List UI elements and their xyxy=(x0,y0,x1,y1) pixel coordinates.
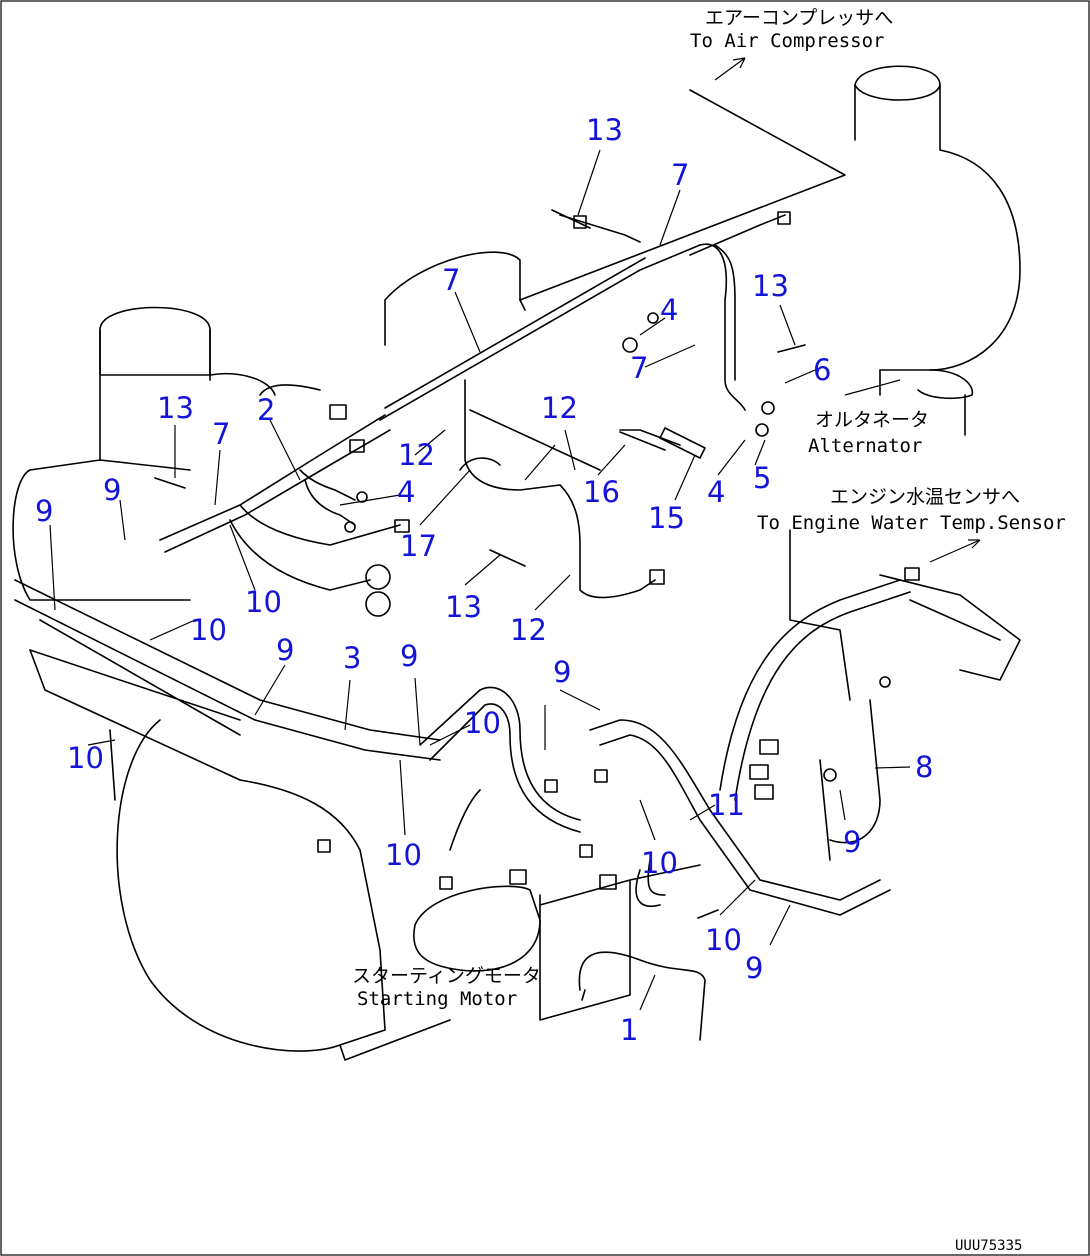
callout-numbers: 13 7 7 13 4 7 6 13 7 2 12 12 4 5 9 16 4 … xyxy=(35,113,933,1047)
callout-label: 2 xyxy=(257,393,275,427)
callout-label: 7 xyxy=(671,158,689,192)
callout-label: 13 xyxy=(586,113,623,147)
callout-label: 9 xyxy=(103,473,121,507)
air-compressor-note-jp: エアーコンプレッサへ xyxy=(705,7,893,29)
callout-label: 3 xyxy=(343,641,361,675)
water-temp-note-en: To Engine Water Temp.Sensor xyxy=(757,512,1066,534)
engine-line-art xyxy=(12,65,1021,1061)
notes: エアーコンプレッサへ To Air Compressor オルタネータ Alte… xyxy=(352,7,1066,1254)
callout-label: 9 xyxy=(35,494,53,528)
callout-label: 1 xyxy=(620,1013,638,1047)
starting-motor-note-jp: スターティングモータ xyxy=(352,965,541,987)
callout-label: 10 xyxy=(67,741,104,775)
alternator-note-jp: オルタネータ xyxy=(815,409,929,431)
callout-label: 6 xyxy=(813,353,831,387)
callout-label: 7 xyxy=(630,351,648,385)
callout-label: 13 xyxy=(752,269,789,303)
callout-label: 4 xyxy=(707,475,725,509)
callout-label: 10 xyxy=(385,838,422,872)
callout-label: 10 xyxy=(705,923,742,957)
air-compressor-note-en: To Air Compressor xyxy=(690,30,884,52)
callout-label: 16 xyxy=(583,475,620,509)
callout-label: 10 xyxy=(464,706,501,740)
callout-label: 7 xyxy=(442,263,460,297)
water-temp-note-jp: エンジン水温センサへ xyxy=(830,486,1020,508)
callout-label: 9 xyxy=(553,655,571,689)
callout-label: 9 xyxy=(745,951,763,985)
callout-label: 12 xyxy=(510,613,547,647)
callout-label: 10 xyxy=(641,846,678,880)
callout-label: 10 xyxy=(245,585,282,619)
callout-label: 17 xyxy=(400,529,437,563)
callout-label: 11 xyxy=(708,788,745,822)
callout-label: 13 xyxy=(157,391,194,425)
callout-label: 9 xyxy=(843,825,861,859)
callout-label: 7 xyxy=(212,417,230,451)
callout-label: 5 xyxy=(753,461,771,495)
callout-label: 4 xyxy=(397,475,415,509)
callout-label: 10 xyxy=(190,613,227,647)
callout-label: 12 xyxy=(541,391,578,425)
leader-lines xyxy=(49,57,981,1020)
drawing-code: UUU75335 xyxy=(955,1238,1022,1254)
callout-label: 9 xyxy=(276,633,294,667)
callout-label: 4 xyxy=(660,293,678,327)
callout-label: 15 xyxy=(648,501,685,535)
connectors xyxy=(154,209,920,919)
starting-motor-note-en: Starting Motor xyxy=(357,988,517,1010)
callout-label: 8 xyxy=(915,750,933,784)
callout-label: 13 xyxy=(445,590,482,624)
alternator-note-en: Alternator xyxy=(808,435,922,457)
callout-label: 12 xyxy=(398,438,435,472)
callout-label: 9 xyxy=(400,639,418,673)
